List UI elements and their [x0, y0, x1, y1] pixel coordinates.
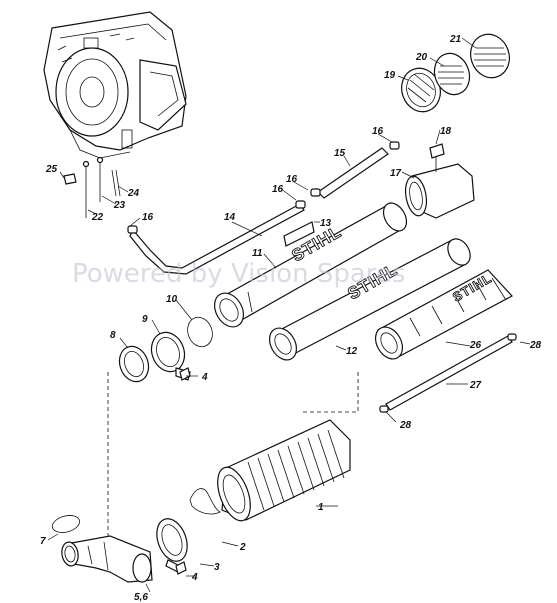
- label-part-23: 23: [113, 200, 126, 211]
- o-ring-7: [51, 515, 81, 533]
- label-part-2: 2: [239, 542, 246, 553]
- watermark: Powered by Vision Spares: [72, 259, 405, 289]
- label-part-9: 9: [142, 314, 148, 325]
- hose-15: [317, 147, 389, 199]
- label-part-12: 12: [346, 346, 358, 357]
- hose-14: [129, 203, 305, 275]
- label-part-17: 17: [390, 168, 402, 179]
- nameplate-13: [283, 221, 315, 247]
- label-part-3: 3: [214, 562, 220, 573]
- label-part-21: 21: [449, 34, 462, 45]
- nozzle-26: [374, 269, 513, 360]
- label-part-4-lower: 4: [191, 572, 198, 583]
- elbow-17: [404, 143, 475, 219]
- label-part-26: 26: [469, 340, 482, 351]
- label-part-15: 15: [334, 148, 346, 159]
- label-part-8: 8: [110, 330, 116, 341]
- label-part-24: 24: [127, 188, 140, 199]
- label-part-14: 14: [224, 212, 236, 223]
- pin-22: [82, 160, 90, 218]
- label-part-11: 11: [252, 248, 263, 259]
- label-part-27: 27: [469, 380, 482, 391]
- elbow-5-6: [61, 535, 153, 583]
- blower-tube-11: [213, 202, 408, 328]
- fan-housing: [43, 11, 187, 159]
- label-part-16-b: 16: [286, 174, 298, 185]
- clip-2: [189, 488, 221, 515]
- o-ring-10: [187, 316, 213, 348]
- label-part-28-a: 28: [529, 340, 542, 351]
- pin-23: [96, 156, 104, 202]
- clamp-3: [156, 518, 188, 573]
- label-part-25: 25: [45, 164, 58, 175]
- clamp-8: [118, 345, 150, 383]
- screw-4: [175, 367, 191, 575]
- label-part-18: 18: [440, 126, 452, 137]
- flex-hose-1: [217, 419, 351, 522]
- label-part-16-a: 16: [372, 126, 384, 137]
- leader-lines: [47, 37, 531, 593]
- assembly-guide-line: [107, 372, 359, 544]
- intake-grille-21: [470, 33, 510, 79]
- label-part-10: 10: [166, 294, 178, 305]
- label-part-13: 13: [320, 218, 332, 229]
- rod-27: [379, 333, 517, 413]
- label-part-5-6: 5,6: [134, 592, 148, 603]
- label-part-22: 22: [91, 212, 104, 223]
- label-part-28-b: 28: [399, 420, 412, 431]
- label-part-16-d: 16: [142, 212, 154, 223]
- intake-screen-19: [401, 67, 441, 113]
- spring-24: [111, 169, 121, 197]
- screw-25: [63, 173, 77, 185]
- label-part-4-upper: 4: [201, 372, 208, 383]
- blower-tube-12: [268, 238, 471, 361]
- label-part-20: 20: [415, 52, 428, 63]
- label-part-1: 1: [318, 502, 324, 513]
- label-part-16-c: 16: [272, 184, 284, 195]
- label-part-19: 19: [384, 70, 396, 81]
- nipple-16: [127, 141, 400, 234]
- intake-screen-20: [433, 52, 471, 96]
- label-part-7: 7: [40, 536, 46, 547]
